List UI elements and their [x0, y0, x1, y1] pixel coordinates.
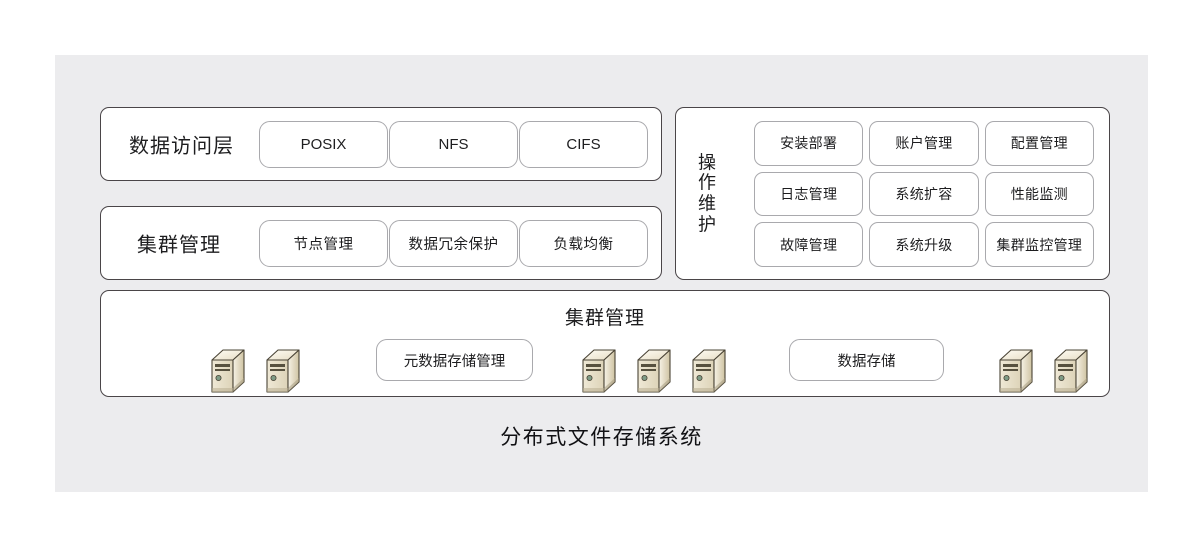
server-tower-icon	[265, 348, 301, 394]
chip-node-management[interactable]: 节点管理	[259, 220, 388, 267]
panel-cluster-management: 集群管理 节点管理 数据冗余保护 负载均衡	[100, 206, 662, 280]
ops-label-char-3: 维	[698, 193, 716, 214]
diagram-canvas: 数据访问层 POSIX NFS CIFS 集群管理 节点管理 数据冗余保护 负载…	[55, 55, 1148, 492]
section-label-data-access-layer: 数据访问层	[129, 135, 234, 158]
ops-label-char-4: 护	[698, 214, 716, 235]
chip-posix[interactable]: POSIX	[259, 121, 388, 168]
panel-operations-maintenance: 操 作 维 护 安装部署 账户管理 配置管理 日志管理 系统扩容 性能监测 故障…	[675, 107, 1110, 280]
storage-panel-title: 集群管理	[564, 308, 645, 329]
chip-performance-monitor[interactable]: 性能监测	[984, 171, 1094, 217]
chip-system-expansion[interactable]: 系统扩容	[869, 171, 979, 217]
chip-install-deploy[interactable]: 安装部署	[754, 121, 864, 166]
chip-load-balancing[interactable]: 负载均衡	[519, 220, 648, 267]
chip-data-redundancy-protection[interactable]: 数据冗余保护	[389, 220, 518, 267]
chip-nfs[interactable]: NFS	[389, 121, 518, 168]
server-tower-icon	[581, 348, 617, 394]
chip-cluster-monitoring[interactable]: 集群监控管理	[984, 222, 1094, 267]
chip-log-management[interactable]: 日志管理	[754, 171, 864, 217]
server-tower-icon	[210, 348, 246, 394]
box-data-storage[interactable]: 数据存储	[789, 339, 944, 381]
operations-grid: 安装部署 账户管理 配置管理 日志管理 系统扩容 性能监测 故障管理 系统升级 …	[754, 121, 1094, 267]
server-tower-icon	[998, 348, 1034, 394]
chip-system-upgrade[interactable]: 系统升级	[869, 222, 979, 267]
section-label-cluster-management: 集群管理	[137, 234, 221, 257]
diagram-caption: 分布式文件存储系统	[500, 426, 703, 449]
chip-fault-management[interactable]: 故障管理	[754, 222, 864, 267]
ops-label-char-1: 操	[698, 151, 716, 172]
server-tower-icon	[1053, 348, 1089, 394]
ops-label-char-2: 作	[698, 172, 716, 193]
box-metadata-storage-management[interactable]: 元数据存储管理	[376, 339, 533, 381]
server-tower-icon	[636, 348, 672, 394]
panel-data-access-layer: 数据访问层 POSIX NFS CIFS	[100, 107, 662, 181]
server-tower-icon	[691, 348, 727, 394]
section-label-operations-maintenance: 操 作 维 护	[698, 152, 716, 236]
chip-cifs[interactable]: CIFS	[519, 121, 648, 168]
chip-config-management[interactable]: 配置管理	[984, 121, 1094, 166]
chip-account-management[interactable]: 账户管理	[869, 121, 979, 166]
